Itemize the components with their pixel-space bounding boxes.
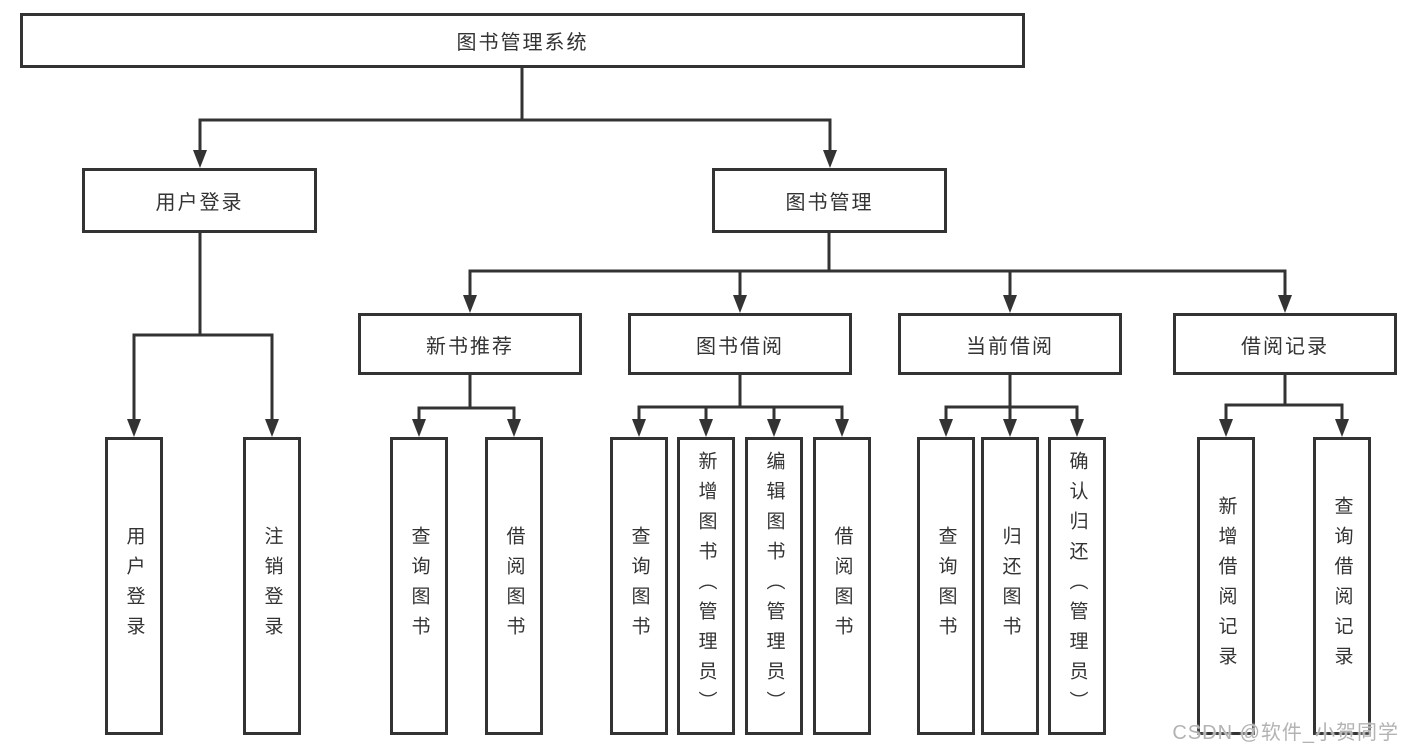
leaf-borrow-books-borrowing: 借阅图书 (813, 437, 871, 735)
arrowhead-icon (507, 419, 521, 437)
arrowhead-icon (412, 419, 426, 437)
arrowhead-icon (767, 419, 781, 437)
leaf-add-books-admin: 新增图书（管理员） (677, 437, 735, 735)
leaf-logout: 注销登录 (243, 437, 301, 735)
leaf-query-books-current: 查询图书 (917, 437, 975, 735)
node-book-borrowing: 图书借阅 (628, 313, 852, 375)
leaf-query-borrow-record: 查询借阅记录 (1313, 437, 1371, 735)
arrowhead-icon (193, 150, 207, 168)
leaf-query-books-borrowing: 查询图书 (610, 437, 668, 735)
arrowhead-icon (823, 150, 837, 168)
leaf-borrow-books-recommend: 借阅图书 (485, 437, 543, 735)
leaf-user-login: 用户登录 (105, 437, 163, 735)
leaf-query-books-recommend: 查询图书 (390, 437, 448, 735)
arrowhead-icon (939, 419, 953, 437)
arrowhead-icon (1335, 419, 1349, 437)
leaf-add-borrow-record: 新增借阅记录 (1197, 437, 1255, 735)
arrowhead-icon (127, 419, 141, 437)
arrowhead-icon (1219, 419, 1233, 437)
node-book-management: 图书管理 (712, 168, 947, 233)
leaf-edit-books-admin: 编辑图书（管理员） (745, 437, 803, 735)
arrowhead-icon (463, 295, 477, 313)
arrowhead-icon (1003, 295, 1017, 313)
node-borrowing-records: 借阅记录 (1173, 313, 1397, 375)
arrowhead-icon (1278, 295, 1292, 313)
node-current-borrowing: 当前借阅 (898, 313, 1122, 375)
arrowhead-icon (699, 419, 713, 437)
arrowhead-icon (1070, 419, 1084, 437)
node-book-management-system: 图书管理系统 (20, 13, 1025, 68)
arrowhead-icon (835, 419, 849, 437)
arrowhead-icon (1003, 419, 1017, 437)
arrowhead-icon (632, 419, 646, 437)
arrowhead-icon (733, 295, 747, 313)
arrowhead-icon (265, 419, 279, 437)
csdn-watermark: CSDN @软件_小贺同学 (1172, 722, 1399, 744)
leaf-return-books: 归还图书 (981, 437, 1039, 735)
node-new-book-recommendation: 新书推荐 (358, 313, 582, 375)
node-user-login: 用户登录 (82, 168, 317, 233)
leaf-confirm-return-admin: 确认归还（管理员） (1048, 437, 1106, 735)
